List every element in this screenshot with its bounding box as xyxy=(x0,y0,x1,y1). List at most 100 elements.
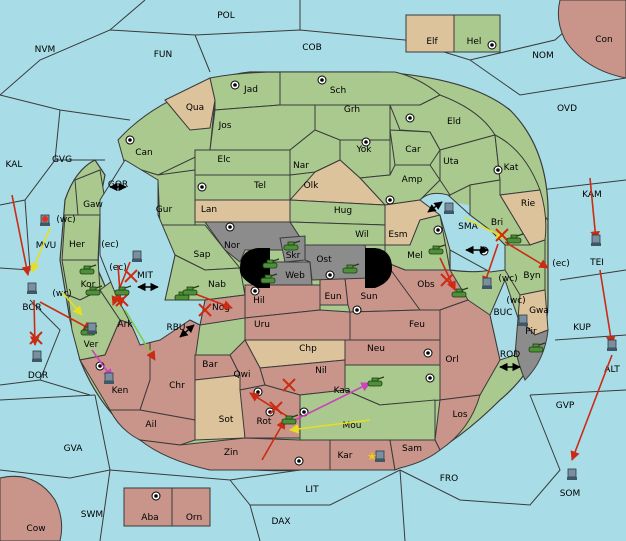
tank-icon[interactable] xyxy=(114,285,132,296)
tank-icon[interactable] xyxy=(506,233,524,244)
label-jos: Jos xyxy=(218,121,232,131)
tank-icon[interactable] xyxy=(283,240,301,251)
label-zin: Zin xyxy=(224,448,238,458)
region-zin[interactable] xyxy=(138,437,331,471)
label-sch: Sch xyxy=(330,86,346,96)
convoy-order xyxy=(61,291,83,316)
supply-center-icon xyxy=(479,246,489,256)
two-way-arrow-icon xyxy=(179,324,195,338)
label-lit: LIT xyxy=(305,485,319,495)
supply-centers xyxy=(95,40,503,501)
label-gvg: GVG xyxy=(52,155,72,165)
fleet-icon[interactable] xyxy=(607,339,617,351)
region-feu[interactable] xyxy=(349,309,441,341)
inner-sea-rod xyxy=(489,278,519,361)
tank-icon[interactable] xyxy=(528,342,546,353)
label-uta: Uta xyxy=(443,157,459,167)
tank-icon[interactable] xyxy=(428,244,446,255)
label-wil: Wil xyxy=(355,230,369,240)
fleet-icon[interactable] xyxy=(40,214,50,226)
label-lan: Lan xyxy=(201,205,217,215)
tank-icon[interactable] xyxy=(451,287,469,298)
label-ark: Ark xyxy=(117,320,133,330)
tank-icon[interactable] xyxy=(281,414,299,425)
label-con: Con xyxy=(595,35,613,45)
tank-icon[interactable] xyxy=(262,258,280,269)
coast-label-1: (ec) xyxy=(101,240,119,250)
coast-label-6: (wc) xyxy=(506,296,525,306)
fleet-icon[interactable] xyxy=(32,350,42,362)
tank-icon[interactable] xyxy=(260,273,278,284)
units-layer: ★ xyxy=(27,202,617,480)
region-labels: POLNVMFUNCOBNOMConOVDKALGVGGORKAMMVUBORM… xyxy=(6,11,621,534)
fleet-icon[interactable] xyxy=(518,314,528,326)
supply-center-icon xyxy=(361,137,371,147)
region-car[interactable] xyxy=(389,129,441,166)
region-tel[interactable] xyxy=(194,174,291,201)
dislodged-x-icon xyxy=(495,228,509,242)
fleet-icon[interactable] xyxy=(132,250,142,262)
region-sam[interactable] xyxy=(389,439,441,471)
move-order xyxy=(39,301,93,331)
region-qua[interactable] xyxy=(164,77,216,131)
dislodged-x-icon xyxy=(29,331,43,345)
label-tei: TEI xyxy=(589,258,604,268)
tank-icon[interactable] xyxy=(342,263,360,274)
region-aba[interactable] xyxy=(123,487,173,527)
dislodged-x-icon xyxy=(124,269,138,283)
region-con[interactable] xyxy=(557,0,626,79)
label-cow: Cow xyxy=(26,524,45,534)
label-fro: FRO xyxy=(440,474,459,484)
label-elf: Elf xyxy=(426,37,438,47)
label-kar: Kar xyxy=(338,451,353,461)
label-nvm: NVM xyxy=(35,45,56,55)
label-orn: Orn xyxy=(186,513,202,523)
label-nor: Nor xyxy=(224,241,240,251)
supply-center-icon xyxy=(317,75,327,85)
label-mit: MIT xyxy=(137,271,153,281)
supply-center-icon xyxy=(493,165,503,175)
fleet-icon[interactable] xyxy=(482,277,492,289)
label-rot: Rot xyxy=(257,417,272,427)
supply-center-icon xyxy=(385,195,395,205)
tank-icon[interactable] xyxy=(367,376,385,387)
label-rod: ROD xyxy=(500,350,520,360)
label-som: SOM xyxy=(560,489,581,499)
tank-icon[interactable] xyxy=(79,264,97,275)
fleet-icon[interactable] xyxy=(104,372,114,384)
fleet-icon[interactable] xyxy=(87,322,97,334)
dislodged-x-icon xyxy=(115,293,129,307)
label-jad: Jad xyxy=(243,85,258,95)
label-pol: POL xyxy=(217,11,235,21)
fleet-icon[interactable] xyxy=(567,468,577,480)
region-cow[interactable] xyxy=(0,475,63,541)
region-orn[interactable] xyxy=(171,487,211,527)
dislodged-x-icon xyxy=(440,273,454,287)
region-ost[interactable] xyxy=(304,244,371,281)
two-way-arrow-icon xyxy=(427,201,443,213)
fleet-icon[interactable] xyxy=(444,202,454,214)
label-nar: Nar xyxy=(293,161,309,171)
convoy-order xyxy=(464,217,506,239)
label-can: Can xyxy=(135,148,153,158)
region-elc[interactable] xyxy=(194,149,291,176)
label-mvu: MVU xyxy=(36,241,57,251)
fleet-icon[interactable] xyxy=(591,234,601,246)
label-chr: Chr xyxy=(169,381,185,391)
label-gaw: Gaw xyxy=(83,200,103,210)
region-olk[interactable] xyxy=(288,159,387,206)
fleet-icon[interactable] xyxy=(375,450,385,462)
tank-icon[interactable] xyxy=(182,285,200,296)
label-uru: Uru xyxy=(254,320,270,330)
label-sun: Sun xyxy=(360,292,377,302)
label-alt: ALT xyxy=(604,365,620,375)
label-hel: Hel xyxy=(467,37,482,47)
move-order xyxy=(11,194,32,276)
label-qwi: Qwi xyxy=(234,370,251,380)
region-sot[interactable] xyxy=(194,374,246,441)
region-elf[interactable] xyxy=(405,14,455,53)
tank-icon[interactable] xyxy=(85,285,103,296)
fleet-icon[interactable] xyxy=(27,282,37,294)
